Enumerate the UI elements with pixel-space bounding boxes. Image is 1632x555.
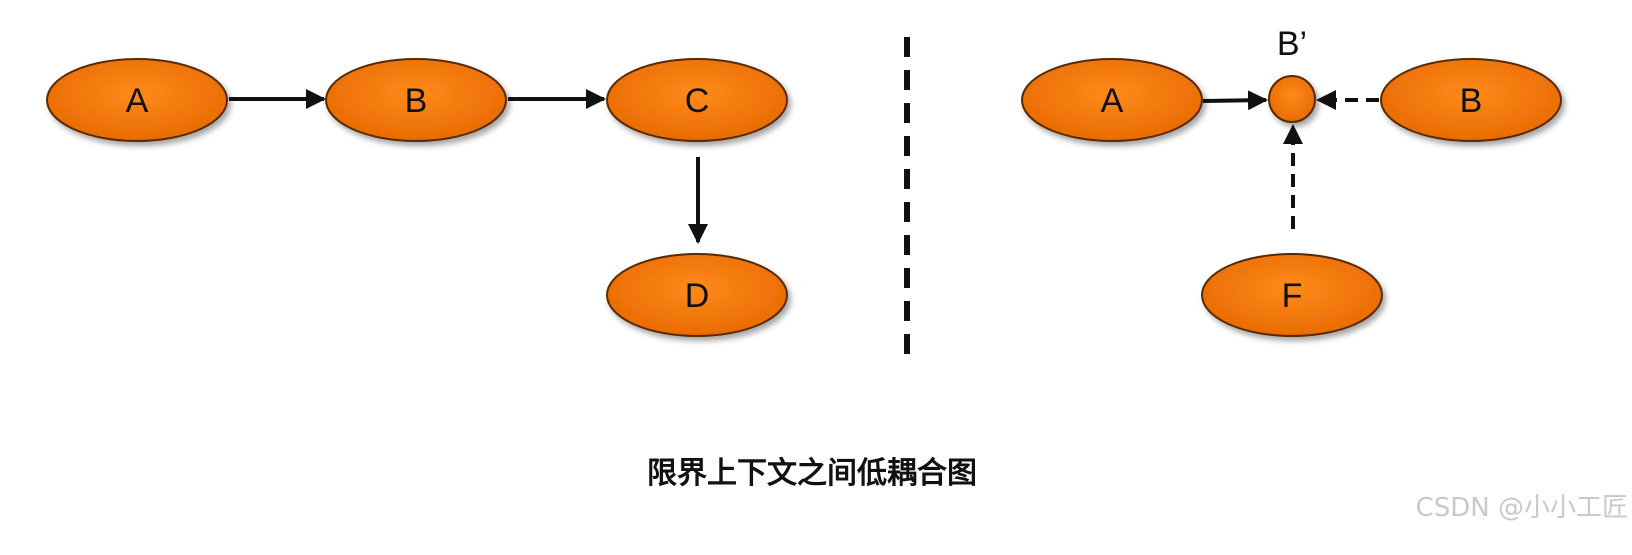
node-b-left-label: B — [405, 82, 428, 120]
node-d-left: D — [606, 253, 788, 337]
node-b-left: B — [325, 58, 507, 142]
left-diagram: A B C D — [46, 58, 788, 337]
node-d-left-label: D — [685, 277, 710, 315]
connector-node: B’ — [1268, 25, 1316, 123]
node-c-left: C — [606, 58, 788, 142]
connector-label: B’ — [1277, 25, 1307, 63]
watermark: CSDN @小小工匠 — [1416, 493, 1628, 523]
node-f-right: F — [1201, 253, 1383, 337]
node-a-left-label: A — [126, 82, 149, 120]
node-a-right: A — [1021, 58, 1203, 142]
node-f-right-label: F — [1282, 277, 1303, 315]
node-c-left-label: C — [685, 82, 710, 120]
node-b-right: B — [1380, 58, 1562, 142]
diagram-caption: 限界上下文之间低耦合图 — [647, 456, 977, 491]
node-a-left: A — [46, 58, 228, 142]
right-diagram: A B’ B F — [1021, 25, 1562, 337]
arrow-a-to-connector — [1202, 90, 1268, 111]
node-a-right-label: A — [1101, 82, 1124, 120]
node-b-right-label: B — [1460, 82, 1483, 120]
